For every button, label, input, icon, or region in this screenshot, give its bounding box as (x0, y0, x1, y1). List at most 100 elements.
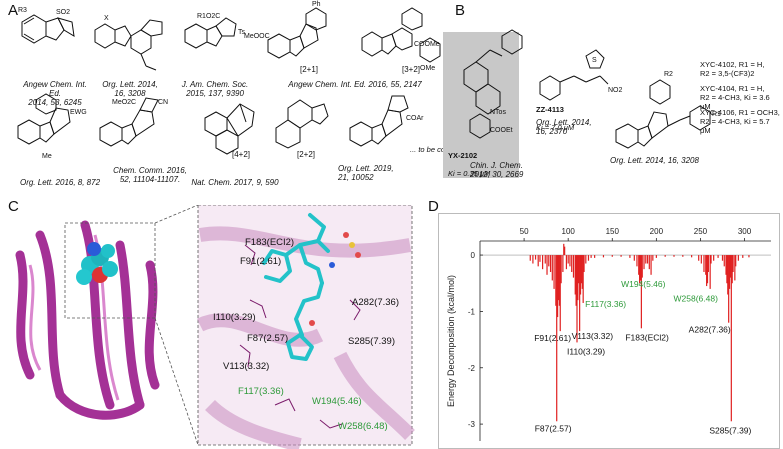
label-coome: COOMe (414, 41, 440, 48)
bar-52 (641, 255, 643, 278)
label-ph: Ph (312, 1, 321, 8)
citation-a6: Chem. Comm. 2016, 52, 11104-11107. (113, 166, 187, 184)
annotation-9: S285(7.39) (709, 425, 751, 435)
bar-35 (581, 255, 583, 289)
xyc-4102: XYC-4102, R1 = H, R2 = 3,5-(CF3)2 (700, 60, 765, 78)
label-s: S (592, 57, 597, 64)
bar-71 (709, 255, 711, 289)
panel-b-structures: NTos COOEt NO2 S R2 R1 (463, 29, 721, 149)
cmpd-yx2102-ki: Ki = 0.35 μM (448, 169, 491, 178)
cyclo-2-1: [2+1] (300, 65, 319, 74)
bar-63 (691, 255, 693, 258)
residue-f87: F87(2.57) (247, 333, 289, 344)
panel-a-structures: R3 SO2 X R1O2C Ts MeOOC Ph COOMe OMe EWG… (17, 1, 441, 160)
bar-30 (577, 255, 579, 301)
bar-26 (572, 255, 575, 278)
x-tick-label-4: 250 (694, 227, 708, 236)
label-ewg: EWG (70, 109, 87, 116)
bar-22 (565, 255, 568, 270)
bar-83 (730, 255, 732, 422)
bar-54 (645, 255, 647, 264)
bar-40 (590, 255, 592, 258)
bar-72 (710, 255, 712, 264)
to-be-continued: ... to be continued (410, 145, 470, 154)
residue-s285: S285(7.39) (348, 336, 396, 347)
panel-label-a: A (8, 2, 19, 19)
bar-16 (558, 255, 560, 306)
bar-90 (748, 255, 750, 258)
bar-34 (580, 255, 583, 284)
bar-24 (569, 255, 571, 267)
cyclo-2-2: [2+2] (297, 150, 316, 159)
energy-chart-frame (438, 213, 780, 449)
label-cooet: COOEt (490, 127, 513, 134)
bar-27 (574, 255, 576, 295)
bar-85 (732, 255, 734, 272)
annotation-2: V113(3.32) (572, 331, 614, 341)
citation-a5: Org. Lett. 2016, 8, 872 (19, 178, 101, 187)
panel-label-c: C (8, 198, 19, 215)
bar-13 (556, 255, 558, 422)
cmpd-zz4113-cite: Org. Lett. 2014, 16, 2370 (536, 118, 592, 136)
x-tick-label-1: 100 (562, 227, 576, 236)
label-meo2c: MeO2C (112, 99, 136, 106)
bar-51 (640, 255, 642, 329)
y-tick-label-3: -3 (468, 420, 476, 429)
bar-5 (542, 255, 544, 270)
bar-43 (611, 255, 613, 257)
bar-2 (534, 255, 537, 260)
bar-66 (703, 255, 705, 272)
label-cn: CN (158, 99, 168, 106)
bar-3 (537, 255, 539, 267)
bar-81 (728, 255, 731, 289)
bar-9 (549, 255, 552, 272)
bar-6 (544, 255, 546, 264)
bar-17 (559, 255, 561, 332)
bar-42 (602, 255, 605, 258)
x-tick-label-2: 150 (606, 227, 620, 236)
bar-14 (557, 255, 559, 318)
bar-84 (731, 255, 733, 284)
bar-50 (639, 255, 642, 281)
label-me: Me (42, 153, 52, 160)
cmpd-yx2102: YX-2102 Ki = 0.35 μM (448, 142, 518, 178)
xyc-4106: XYC-4106, R1 = OCH3, R2 = 4-CH3, Ki = 5.… (700, 108, 780, 135)
citation-a3: J. Am. Chem. Soc. 2015, 137, 9390 (181, 80, 249, 98)
bar-1 (532, 255, 534, 264)
bar-67 (705, 255, 707, 275)
bar-89 (742, 255, 744, 258)
bar-55 (646, 255, 649, 264)
residue-a282: A282(7.36) (352, 297, 400, 308)
x-tick-label-3: 200 (650, 227, 664, 236)
annotation-5: F183(ECl2) (625, 332, 669, 342)
citation-a8: Org. Lett. 2019, 21, 10052 (338, 164, 394, 182)
bar-79 (727, 255, 729, 295)
label-ntos: NTos (490, 109, 506, 116)
cmpd-orglett-cite: Org. Lett. 2014, 16, 3208 (610, 156, 699, 165)
bar-44 (620, 255, 622, 257)
panel-label-b: B (455, 2, 466, 19)
bar-32 (579, 255, 581, 332)
bar-46 (633, 255, 635, 261)
label-so2: SO2 (56, 9, 70, 16)
bar-41 (594, 255, 596, 258)
annotation-3: I110(3.29) (567, 346, 605, 356)
bar-11 (553, 255, 555, 289)
annotation-8: A282(7.36) (689, 325, 731, 335)
bar-56 (648, 255, 650, 270)
bar-12 (555, 255, 557, 306)
bar-36 (582, 255, 584, 303)
y-tick-label-1: -1 (468, 307, 476, 316)
citation-a4: Angew Chem. Int. Ed. 2016, 55, 2147 (288, 80, 422, 89)
cmpd-zz4113-ki: Ki = 7.0 μM (536, 123, 575, 132)
y-tick-label-2: -2 (468, 364, 476, 373)
bar-37 (583, 255, 585, 272)
annotation-0: F91(2.61) (534, 333, 571, 343)
bar-19 (562, 255, 564, 272)
bar-77 (725, 255, 727, 275)
bar-23 (567, 255, 569, 264)
residue-f183: F183(ECI2) (245, 237, 295, 248)
bar-21 (564, 246, 566, 256)
citation-a7: Nat. Chem. 2017, 9, 590 (191, 178, 279, 187)
bar-65 (700, 255, 702, 264)
